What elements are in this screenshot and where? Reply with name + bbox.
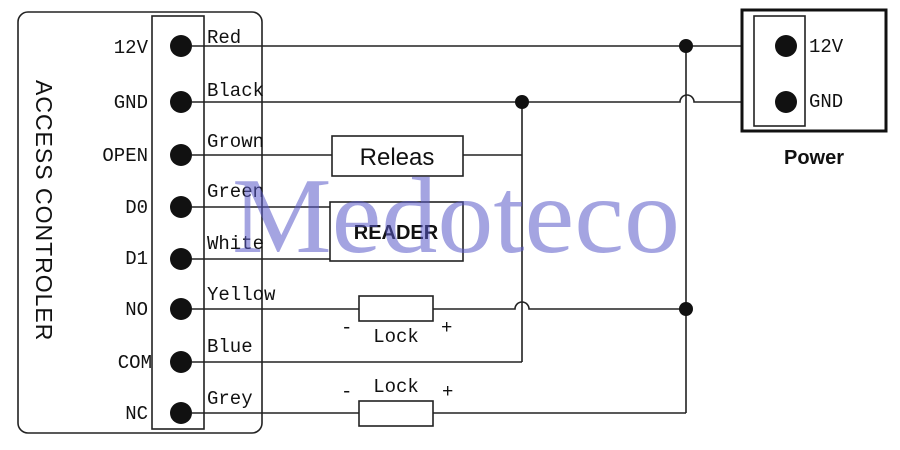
lock-top-component: - Lock + <box>341 295 452 348</box>
reader-box <box>329 201 464 262</box>
wire-label: White <box>207 233 264 255</box>
wire-label: Green <box>207 181 264 203</box>
pin-label: NO <box>125 299 148 321</box>
lock-top-box <box>358 295 434 322</box>
pin-label: GND <box>114 92 148 114</box>
power-pin-label-12v: 12V <box>809 36 844 58</box>
release-button-component: Releas <box>331 135 464 177</box>
wire-label: Red <box>207 27 241 49</box>
pin-label: 12V <box>114 37 149 59</box>
lock-bottom-box <box>358 400 434 427</box>
lock-bottom-label: Lock <box>373 376 419 398</box>
reader-component: READER <box>329 201 464 262</box>
wire-label: Black <box>207 80 264 102</box>
pin-label: OPEN <box>102 145 148 167</box>
controller-pin-open: OPEN Grown <box>102 131 264 167</box>
controller-title: ACCESS CONTROLER <box>31 80 57 341</box>
terminal-screw <box>170 298 192 320</box>
controller-pin-12v: 12V Red <box>114 27 241 59</box>
power-terminal-12v <box>775 35 797 57</box>
lock-bottom-plus: + <box>442 381 453 403</box>
controller-pin-no: NO Yellow <box>125 284 276 321</box>
terminal-screw <box>170 144 192 166</box>
wire-black <box>192 94 776 103</box>
wire-label: Grown <box>207 131 264 153</box>
wire-label: Grey <box>207 388 253 410</box>
power-pin-label-gnd: GND <box>809 91 843 113</box>
pin-label: D0 <box>125 197 148 219</box>
controller-pin-nc: NC Grey <box>125 388 252 425</box>
terminal-screw <box>170 196 192 218</box>
terminal-screw <box>170 351 192 373</box>
junction-dot <box>679 302 693 316</box>
release-label: Releas <box>360 144 435 171</box>
terminal-screw <box>170 35 192 57</box>
controller-pin-d0: D0 Green <box>125 181 264 219</box>
lock-bottom-minus: - <box>341 381 352 403</box>
terminal-screw <box>170 248 192 270</box>
release-box <box>331 135 464 177</box>
power-title: Power <box>784 147 844 169</box>
pin-label: COM <box>118 352 152 374</box>
power-terminal-gnd <box>775 91 797 113</box>
lock-top-plus: + <box>441 317 452 339</box>
lock-top-minus: - <box>341 317 352 339</box>
watermark: Medoteco <box>232 157 680 276</box>
controller-pin-d1: D1 White <box>125 233 264 270</box>
power-supply: 12V GND Power <box>740 8 888 169</box>
pin-label: NC <box>125 403 148 425</box>
lock-top-label: Lock <box>373 326 419 348</box>
controller-pin-gnd: GND Black <box>114 80 264 114</box>
junction-dot <box>515 95 529 109</box>
terminal-screw <box>170 91 192 113</box>
lock-bottom-component: - Lock + <box>341 376 453 427</box>
wire-label: Blue <box>207 336 253 358</box>
controller-pin-com: COM Blue <box>118 336 253 374</box>
wire-label: Yellow <box>207 284 276 306</box>
pin-label: D1 <box>125 248 148 270</box>
junction-dot <box>679 39 693 53</box>
reader-label: READER <box>354 222 439 244</box>
terminal-screw <box>170 402 192 424</box>
